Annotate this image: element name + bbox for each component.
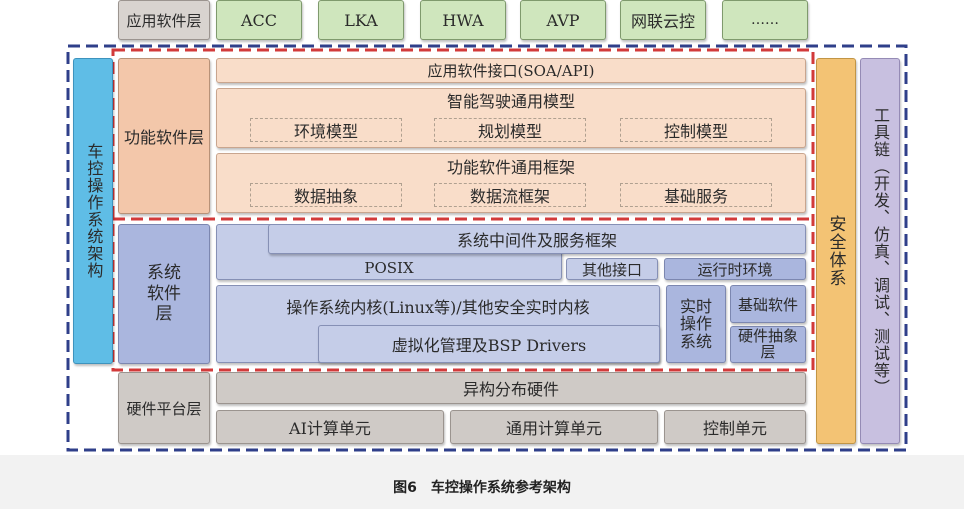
kernel-label: 操作系统内核(Linux等)/其他安全实时内核: [286, 298, 590, 317]
rtos-block: 实时操作系统: [666, 285, 726, 363]
app-item-cloud-control-label: 网联云控: [630, 12, 695, 31]
red-frame: [111, 48, 815, 372]
hw-unit-general-label: 通用计算单元: [505, 419, 602, 438]
hw-unit-control: 控制单元: [664, 410, 806, 444]
safety-system-label: 安全体系: [825, 215, 846, 287]
model-environment-label: 环境模型: [293, 122, 358, 141]
app-item-avp-label: AVP: [546, 10, 580, 30]
hardware-layer-label: 硬件平台层: [118, 372, 210, 444]
base-software-block: 基础软件: [730, 285, 806, 323]
caption-bar: [0, 455, 964, 509]
framework-base-services: 基础服务: [620, 183, 772, 207]
hal-label: 硬件抽象层: [737, 326, 798, 361]
base-software-label: 基础软件: [737, 295, 798, 314]
safety-system-column: 安全体系: [816, 58, 856, 444]
app-item-hwa-label: HWA: [442, 10, 484, 30]
app-software-interface-label: 应用软件接口(SOA/API): [427, 62, 595, 80]
app-item-lka: LKA: [318, 0, 404, 40]
toolchain-column: 工具链（开发、仿真、调试、测试等）: [860, 58, 900, 444]
app-item-acc: ACC: [216, 0, 302, 40]
virtualization-label: 虚拟化管理及BSP Drivers: [391, 336, 587, 355]
dashed-frames: [66, 44, 908, 452]
virtualization-block: 虚拟化管理及BSP Drivers: [318, 325, 660, 363]
function-framework-title: 功能软件通用框架: [446, 158, 575, 177]
other-interface-block: 其他接口: [566, 258, 658, 280]
runtime-label: 运行时环境: [697, 260, 773, 279]
posix-label: POSIX: [364, 259, 414, 277]
vehicle-os-architecture-label: 车控操作系统架构: [84, 143, 104, 279]
hetero-hardware-label: 异构分布硬件: [462, 380, 559, 399]
app-item-avp: AVP: [520, 0, 606, 40]
hw-unit-general: 通用计算单元: [450, 410, 658, 444]
hardware-layer-label-text: 硬件平台层: [126, 399, 202, 418]
middleware-block: 系统中间件及服务框架: [268, 224, 806, 254]
framework-base-services-label: 基础服务: [663, 187, 728, 206]
app-item-acc-label: ACC: [240, 10, 278, 30]
app-layer-label: 应用软件层: [118, 0, 210, 40]
other-interface-label: 其他接口: [581, 260, 642, 279]
framework-dataflow: 数据流框架: [434, 183, 586, 207]
system-layer-label: 系统软件层: [118, 224, 210, 364]
hetero-hardware-block: 异构分布硬件: [216, 372, 806, 404]
app-item-more: ……: [722, 0, 808, 40]
middleware-label: 系统中间件及服务框架: [456, 231, 617, 250]
app-item-more-label: ……: [751, 12, 779, 28]
model-environment: 环境模型: [250, 118, 402, 142]
hw-unit-ai-label: AI计算单元: [289, 419, 371, 438]
framework-dataflow-label: 数据流框架: [469, 187, 550, 206]
system-layer-label-text: 系统软件层: [147, 263, 181, 325]
app-software-interface: 应用软件接口(SOA/API): [216, 58, 806, 83]
app-item-lka-label: LKA: [344, 10, 378, 30]
vehicle-os-architecture-column: 车控操作系统架构: [73, 58, 113, 364]
model-planning-label: 规划模型: [477, 122, 542, 141]
toolchain-label: 工具链（开发、仿真、调试、测试等）: [871, 106, 890, 396]
navy-frame: [66, 44, 908, 452]
driving-model-title: 智能驾驶通用模型: [446, 92, 575, 111]
hw-unit-control-label: 控制单元: [702, 419, 767, 438]
figure-caption: 图6 车控操作系统参考架构: [393, 480, 571, 496]
framework-data-abstraction: 数据抽象: [250, 183, 402, 207]
function-layer-label: 功能软件层: [118, 58, 210, 214]
hw-unit-ai: AI计算单元: [216, 410, 444, 444]
app-layer-label-text: 应用软件层: [126, 11, 202, 30]
framework-data-abstraction-label: 数据抽象: [293, 187, 358, 206]
model-planning: 规划模型: [434, 118, 586, 142]
model-control: 控制模型: [620, 118, 772, 142]
hal-block: 硬件抽象层: [730, 326, 806, 363]
runtime-block: 运行时环境: [664, 258, 806, 280]
model-control-label: 控制模型: [663, 122, 728, 141]
app-item-hwa: HWA: [420, 0, 506, 40]
app-item-cloud-control: 网联云控: [620, 0, 706, 40]
function-layer-label-text: 功能软件层: [123, 128, 204, 147]
rtos-label: 实时操作系统: [679, 296, 712, 351]
